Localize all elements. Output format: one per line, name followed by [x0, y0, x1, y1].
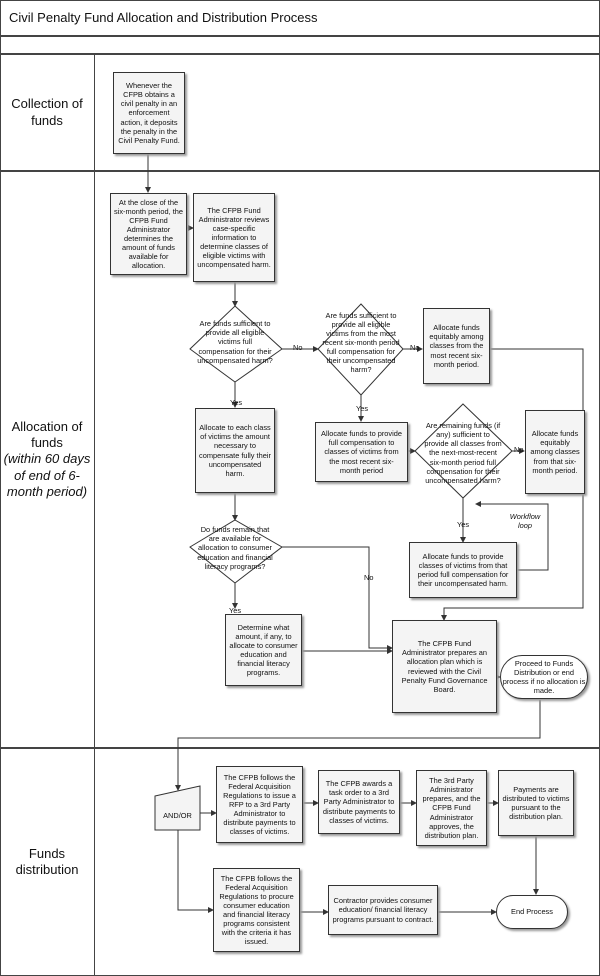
far-edu-box: The CFPB follows the Federal Acquisition… — [213, 868, 300, 952]
workflow-loop-label: Workflow loop — [509, 512, 541, 530]
decision-remaining — [414, 403, 513, 499]
review-info-box: The CFPB Fund Administrator reviews case… — [193, 193, 275, 282]
and-or-shape — [154, 785, 201, 831]
decision-funds-remain — [189, 519, 283, 584]
question-remaining-funds: Are remaining funds (if any) sufficient … — [424, 421, 502, 485]
allocation-plan-box: The CFPB Fund Administrator prepares an … — [392, 620, 497, 713]
proceed-terminator: Proceed to Funds Distribution or end pro… — [500, 655, 588, 699]
contractor-box: Contractor provides consumer education/ … — [328, 885, 438, 935]
allocate-equitably-recent-box: Allocate funds equitably among classes f… — [423, 308, 490, 384]
lane-title-collection: Collection of funds — [11, 96, 83, 128]
yes-label-2: Yes — [356, 404, 369, 413]
lane-title-distribution: Funds distribution — [15, 845, 79, 877]
question-all-victims: Are funds sufficient to provide all elig… — [197, 319, 273, 365]
no-label-4: No — [364, 573, 374, 582]
deposit-penalty-box: Whenever the CFPB obtains a civil penalt… — [113, 72, 185, 154]
lane-label-allocation: Allocation of funds (within 60 days of e… — [0, 171, 95, 748]
determine-amount-box: At the close of the six-month period, th… — [110, 193, 187, 275]
end-process-terminator: End Process — [496, 895, 568, 929]
question-funds-remain: Do funds remain that are available for a… — [197, 525, 273, 571]
question-recent-period: Are funds sufficient to provide all elig… — [322, 310, 400, 375]
decision-recent-period — [317, 303, 404, 396]
no-label-1: No — [293, 343, 303, 352]
allocate-each-class-box: Allocate to each class of victims the am… — [195, 408, 275, 493]
third-party-box: The 3rd Party Administrator prepares, an… — [416, 770, 487, 846]
determine-edu-amount-box: Determine what amount, if any, to alloca… — [225, 614, 302, 686]
allocate-equitably-that-box: Allocate funds equitably among classes f… — [525, 410, 585, 494]
diagram-title: Civil Penalty Fund Allocation and Distri… — [0, 0, 600, 36]
yes-label-4: Yes — [229, 606, 242, 615]
yes-label-3: Yes — [457, 520, 470, 529]
lane-label-distribution: Funds distribution — [0, 748, 95, 976]
and-or-label: AND/OR — [163, 811, 192, 821]
lane-label-collection: Collection of funds — [0, 54, 95, 171]
task-order-box: The CFPB awards a task order to a 3rd Pa… — [318, 770, 400, 834]
far-rfp-box: The CFPB follows the Federal Acquisition… — [216, 766, 303, 843]
no-label-2: No — [410, 343, 420, 352]
allocate-that-period-box: Allocate funds to provide classes of vic… — [409, 542, 517, 598]
lane-subtitle-allocation: (within 60 days of end of 6-month period… — [3, 451, 91, 499]
yes-label-1: Yes — [230, 398, 243, 407]
decision-all-victims — [189, 305, 283, 383]
no-label-3: No — [514, 445, 524, 454]
allocate-full-recent-box: Allocate funds to provide full compensat… — [315, 422, 408, 482]
lane-title-allocation: Allocation of funds — [11, 418, 83, 451]
payments-box: Payments are distributed to victims purs… — [498, 770, 574, 836]
